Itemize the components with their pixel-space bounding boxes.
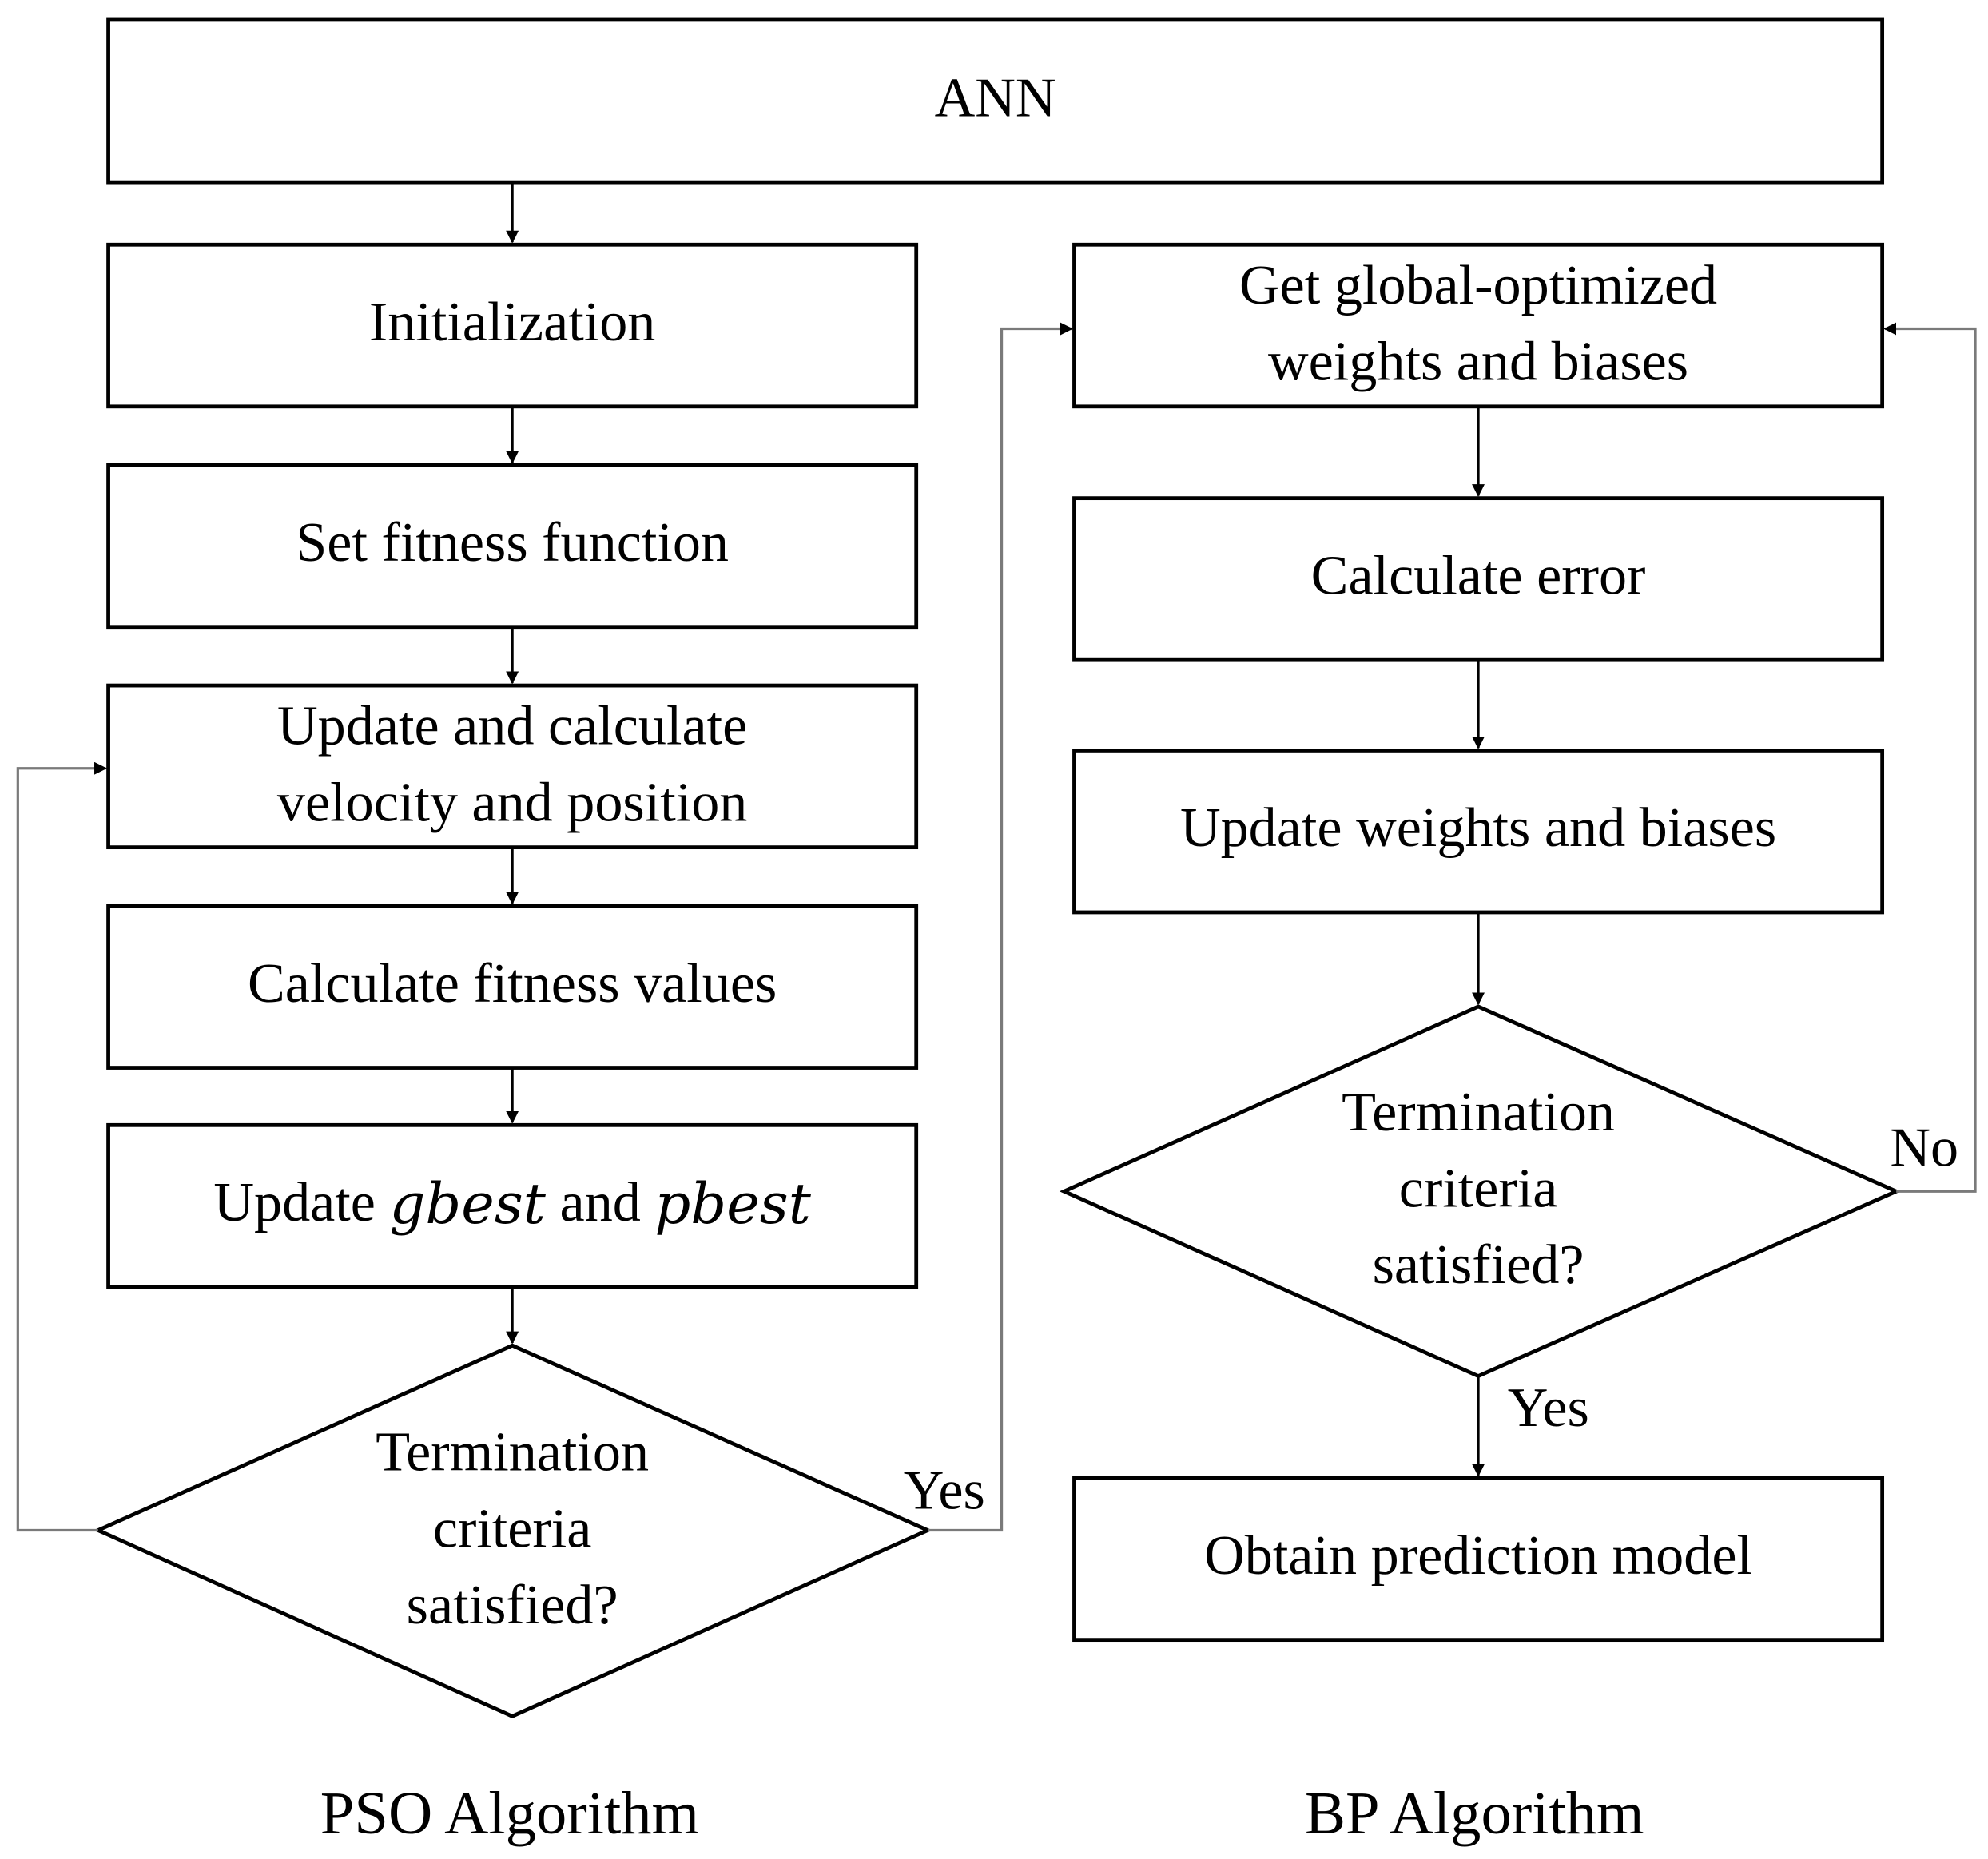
bp-no-loop-arrow [1883,322,1977,1193]
pso-arrows [16,182,1073,1532]
pso-title: PSO Algorithm [320,1779,699,1847]
final-label: Obtain prediction model [1204,1524,1752,1587]
bp-calc-error-box: Calculate error [1072,496,1885,662]
bp-arrows [1472,322,1977,1477]
pso-initialization-box: Initialization [106,242,919,409]
pso-update-best-box: Update gbest and pbest [106,1122,919,1289]
bp-yes-label: Yes [1508,1376,1589,1439]
pso-set-fitness-box: Set fitness function [106,463,919,630]
calc-fitness-label: Calculate fitness values [248,952,777,1015]
bp-final-box: Obtain prediction model [1072,1476,1885,1643]
initialization-label: Initialization [369,291,655,353]
bp-decision-line-1: Termination [1342,1081,1615,1143]
pso-calc-fitness-box: Calculate fitness values [106,904,919,1070]
pso-yes-label: Yes [904,1460,985,1522]
ann-label: ANN [935,66,1056,129]
bp-decision-line-3: satisfied? [1373,1233,1584,1296]
update-velocity-label-1: Update and calculate [277,695,747,757]
set-fitness-label: Set fitness function [296,511,729,574]
bp-title: BP Algorithm [1305,1779,1644,1847]
bp-no-label: No [1890,1117,1958,1179]
bp-update-weights-box: Update weights and biases [1072,749,1885,915]
pso-yes-arrow [928,322,1073,1532]
update-velocity-label-2: velocity and position [277,771,747,833]
ann-box: ANN [106,17,1885,185]
bp-termination-diamond: Termination criteria satisfied? [1059,1004,1902,1379]
update-best-label: Update gbest and pbest [213,1170,811,1236]
pso-termination-diamond: Termination criteria satisfied? [93,1343,932,1718]
bp-get-weights-box: Get global-optimized weights and biases [1072,242,1885,409]
get-weights-label-1: Get global-optimized [1239,254,1717,316]
pso-decision-line-3: satisfied? [407,1574,618,1636]
bp-decision-line-2: criteria [1399,1158,1558,1220]
update-weights-label: Update weights and biases [1180,796,1776,859]
pso-decision-line-1: Termination [376,1421,649,1484]
pso-update-velocity-box: Update and calculate velocity and positi… [106,683,919,850]
pso-decision-line-2: criteria [433,1497,592,1559]
pso-loop-arrow [16,761,107,1532]
get-weights-label-2: weights and biases [1268,330,1688,392]
calc-error-label: Calculate error [1311,544,1646,606]
